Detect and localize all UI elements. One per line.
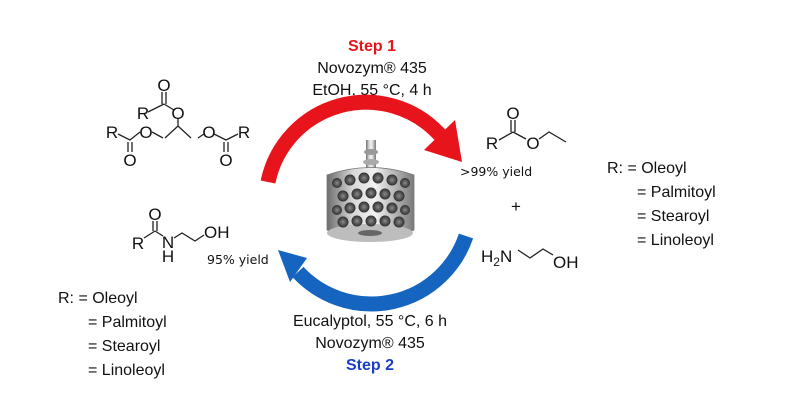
ester-yield: >99% yield — [460, 164, 532, 179]
atom-o: O — [171, 104, 184, 123]
r-list-item: = Palmitoyl — [637, 184, 716, 201]
atom-h: H — [162, 247, 174, 266]
atom-r: R — [137, 104, 149, 123]
atom-o: O — [148, 205, 161, 224]
r-group-list-left: R: = Oleoyl = Palmitoyl = Stearoyl = Lin… — [58, 290, 167, 379]
atom-r: R — [106, 123, 118, 142]
atom-oh: OH — [204, 223, 230, 242]
r-list-item: = Stearoyl — [88, 338, 160, 355]
atom-n: N — [162, 233, 174, 252]
r-group-list-right: R: = Oleoyl = Palmitoyl = Stearoyl = Lin… — [607, 160, 716, 249]
r-list-item: = Linoleoyl — [637, 232, 714, 249]
atom-o: O — [219, 151, 232, 170]
ethyl-ester-structure: O R O — [486, 104, 567, 153]
r-list-head: R: = Oleoyl — [607, 160, 687, 177]
step1-label: Step 1 — [348, 38, 396, 55]
rotating-bed-reactor-icon — [326, 140, 415, 242]
atom-o: O — [202, 123, 215, 142]
atom-o: O — [506, 104, 519, 123]
plus-sign: + — [511, 197, 521, 216]
r-list-head: R: = Oleoyl — [58, 290, 138, 307]
step2-label: Step 2 — [346, 357, 394, 374]
amine-label: H2N — [481, 247, 512, 269]
atom-o: O — [123, 151, 136, 170]
step1-arrow-icon — [260, 94, 462, 184]
step1-catalyst: Novozym® 435 — [317, 60, 427, 77]
step2-catalyst: Novozym® 435 — [315, 335, 425, 352]
atom-o: O — [139, 123, 152, 142]
step2-arrow-icon — [278, 233, 474, 312]
triglyceride-structure: O R O O R O O R O — [106, 76, 250, 170]
r-list-item: = Linoleoyl — [88, 362, 165, 379]
fatty-amide-structure: O R N H OH — [132, 205, 230, 266]
ethanolamine-structure: H2N OH — [481, 247, 579, 272]
atom-o: O — [157, 76, 170, 95]
atom-oh: OH — [553, 253, 579, 272]
step2-conditions: Eucalyptol, 55 °C, 6 h — [293, 313, 447, 330]
step1-conditions: EtOH, 55 °C, 4 h — [312, 82, 431, 99]
r-list-item: = Palmitoyl — [88, 314, 167, 331]
atom-r: R — [486, 134, 498, 153]
atom-o: O — [526, 134, 539, 153]
r-list-item: = Stearoyl — [637, 208, 709, 225]
atom-r: R — [132, 234, 144, 253]
amide-yield: 95% yield — [207, 252, 269, 267]
atom-r: R — [238, 123, 250, 142]
